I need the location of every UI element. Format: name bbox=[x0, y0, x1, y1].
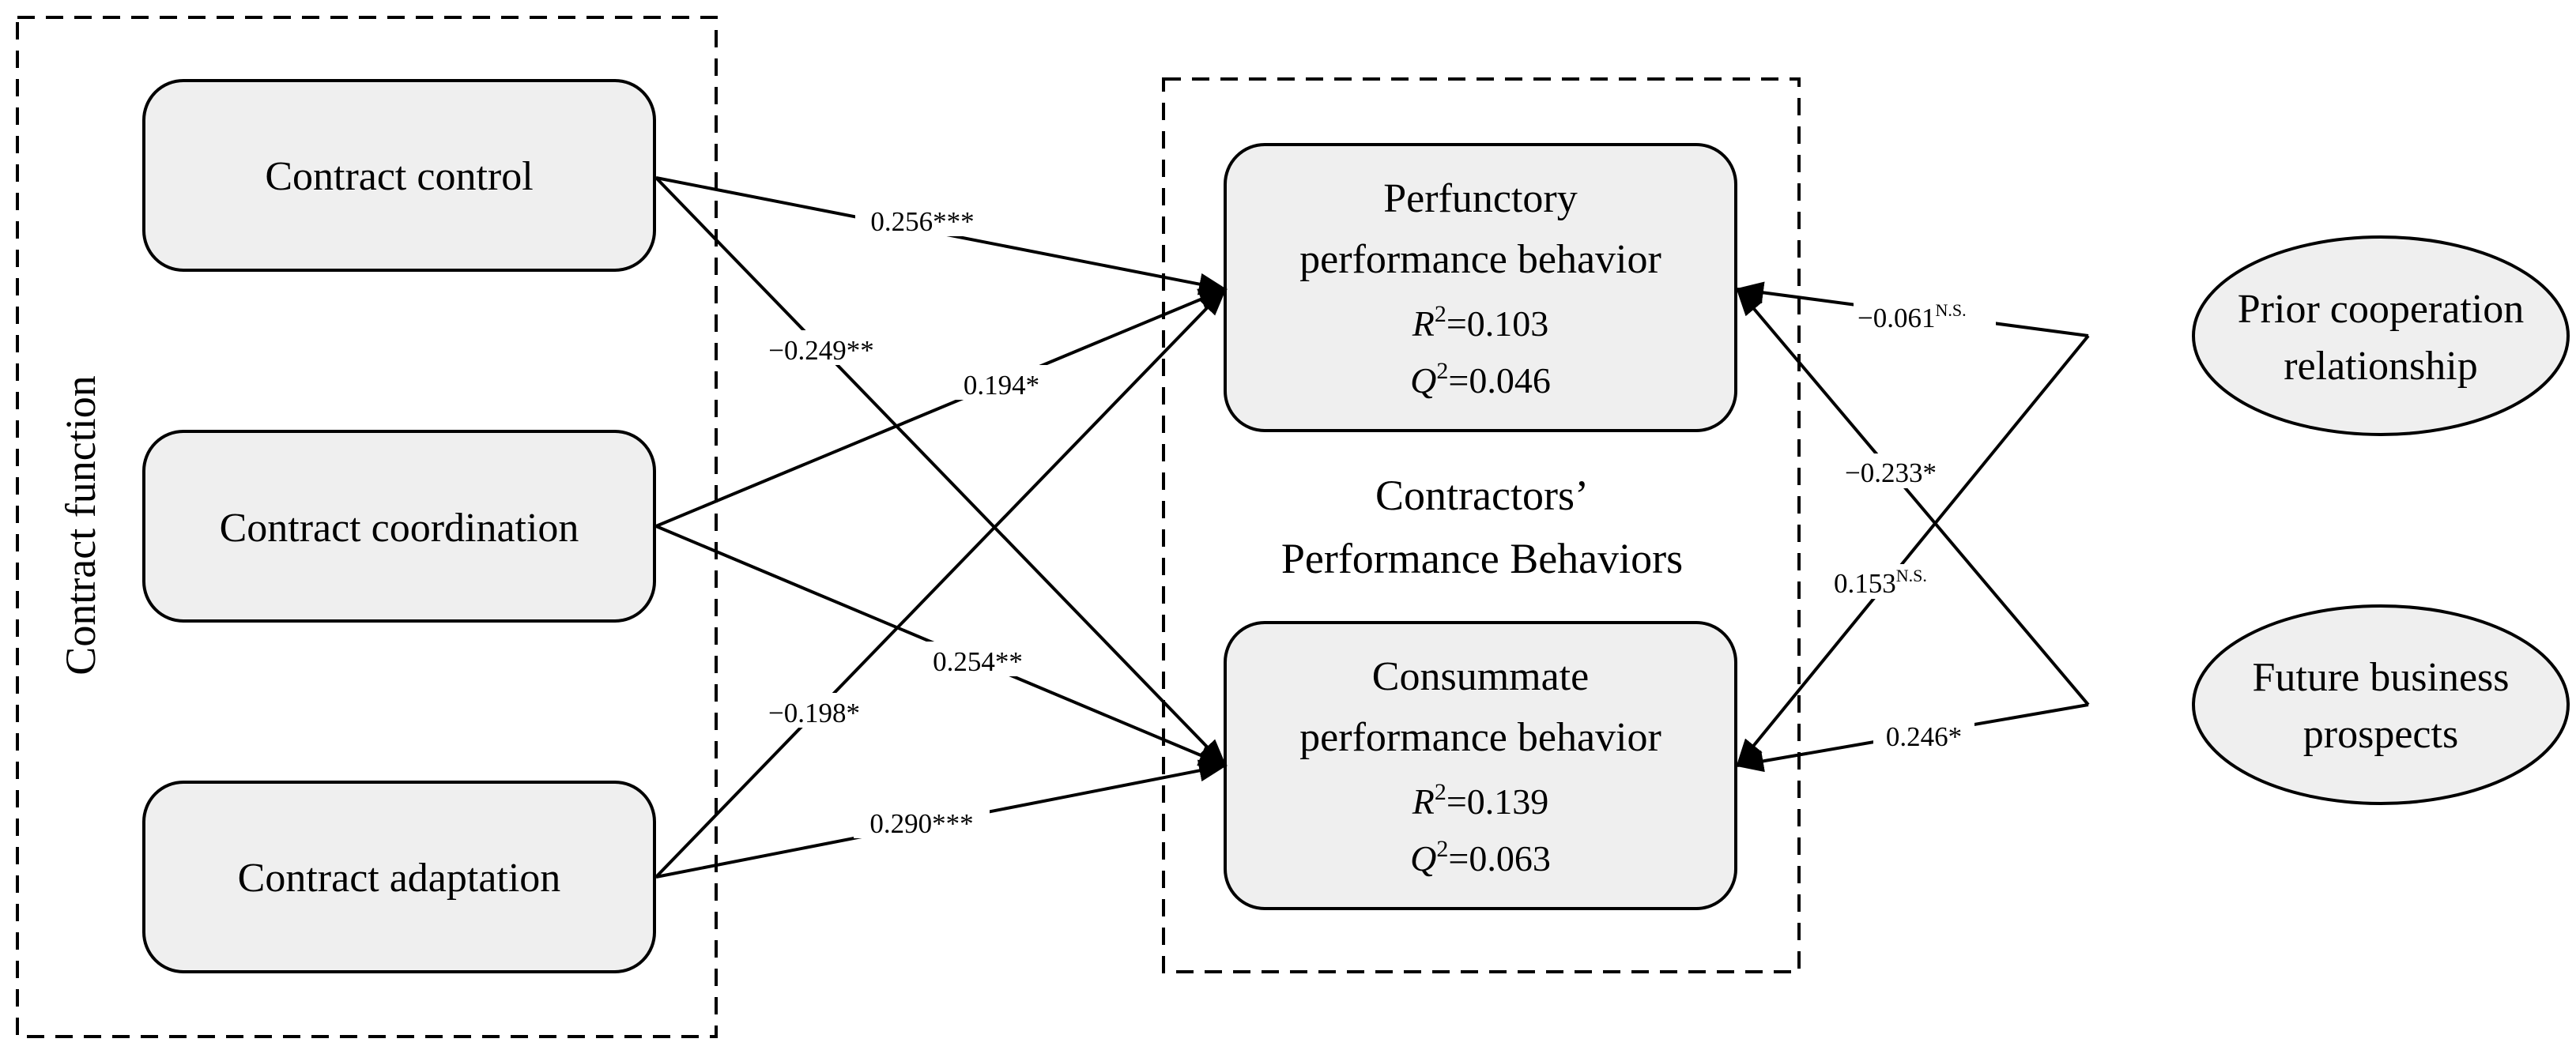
arrow-prior-to-consummate bbox=[1736, 334, 2090, 768]
coef-adaptation-to-perfunctory: −0.198* bbox=[751, 693, 877, 728]
coef-prior-to-perfunctory: −0.061N.S. bbox=[1854, 299, 1996, 333]
perfunctory-q2: Q2=0.046 bbox=[1410, 358, 1551, 401]
svg-text:0.290***: 0.290*** bbox=[869, 808, 973, 839]
performance-behaviors-group bbox=[1162, 77, 1801, 973]
consummate-r2: R2=0.139 bbox=[1412, 779, 1549, 822]
contract-adaptation-label: Contract adaptation bbox=[238, 856, 561, 901]
coef-control-to-consummate: −0.249** bbox=[751, 330, 892, 366]
svg-text:−0.061N.S.: −0.061N.S. bbox=[1858, 300, 1967, 333]
coef-control-to-perfunctory: 0.256*** bbox=[855, 201, 990, 237]
node-future-business: Future business prospects bbox=[2192, 604, 2570, 805]
consummate-q2: Q2=0.063 bbox=[1410, 836, 1551, 879]
coef-future-to-perfunctory: −0.233* bbox=[1832, 453, 1949, 488]
arrow-control-to-consummate bbox=[654, 176, 1228, 768]
node-contract-control: Contract control bbox=[142, 79, 656, 272]
arrow-adaptation-to-perfunctory bbox=[654, 287, 1228, 879]
contract-function-label: Contract function bbox=[57, 375, 104, 675]
node-perfunctory-performance: Perfunctory performance behavior R2=0.10… bbox=[1224, 143, 1737, 432]
svg-text:0.256***: 0.256*** bbox=[870, 206, 974, 237]
arrow-future-to-perfunctory bbox=[1736, 287, 2090, 706]
perfunctory-line1: Perfunctory bbox=[1383, 176, 1577, 221]
consummate-line2: performance behavior bbox=[1299, 715, 1661, 760]
node-contract-adaptation: Contract adaptation bbox=[142, 781, 656, 973]
contract-control-label: Contract control bbox=[265, 154, 533, 199]
consummate-line1: Consummate bbox=[1372, 654, 1589, 699]
svg-text:0.246*: 0.246* bbox=[1886, 721, 1962, 752]
contract-function-group bbox=[16, 16, 718, 1038]
contract-coordination-label: Contract coordination bbox=[220, 506, 579, 551]
performance-behaviors-label-line2: Performance Behaviors bbox=[1281, 535, 1683, 582]
coef-future-to-consummate: 0.246* bbox=[1873, 717, 1974, 752]
svg-text:−0.249**: −0.249** bbox=[768, 335, 874, 366]
perfunctory-line2: performance behavior bbox=[1299, 237, 1661, 282]
svg-text:0.194*: 0.194* bbox=[964, 370, 1039, 401]
coef-prior-to-consummate: 0.153N.S. bbox=[1830, 564, 1956, 599]
node-contract-coordination: Contract coordination bbox=[142, 430, 656, 623]
svg-text:0.153N.S.: 0.153N.S. bbox=[1834, 566, 1927, 599]
prior-cooperation-line1: Prior cooperation bbox=[2238, 287, 2524, 332]
svg-text:−0.198*: −0.198* bbox=[768, 698, 860, 728]
svg-text:0.254**: 0.254** bbox=[933, 646, 1023, 677]
future-business-line2: prospects bbox=[2303, 712, 2458, 757]
performance-behaviors-label-line1: Contractors’ bbox=[1375, 472, 1589, 519]
node-consummate-performance: Consummate performance behavior R2=0.139… bbox=[1224, 621, 1737, 910]
arrow-coordination-to-perfunctory bbox=[655, 288, 1228, 528]
coef-adaptation-to-consummate: 0.290*** bbox=[854, 803, 990, 839]
coef-coordination-to-perfunctory: 0.194* bbox=[950, 365, 1053, 401]
node-prior-cooperation: Prior cooperation relationship bbox=[2192, 235, 2570, 436]
future-business-line1: Future business bbox=[2253, 655, 2510, 700]
prior-cooperation-line2: relationship bbox=[2284, 344, 2478, 389]
coef-coordination-to-consummate: 0.254** bbox=[918, 642, 1037, 677]
svg-text:−0.233*: −0.233* bbox=[1845, 457, 1937, 488]
perfunctory-r2: R2=0.103 bbox=[1412, 301, 1549, 344]
